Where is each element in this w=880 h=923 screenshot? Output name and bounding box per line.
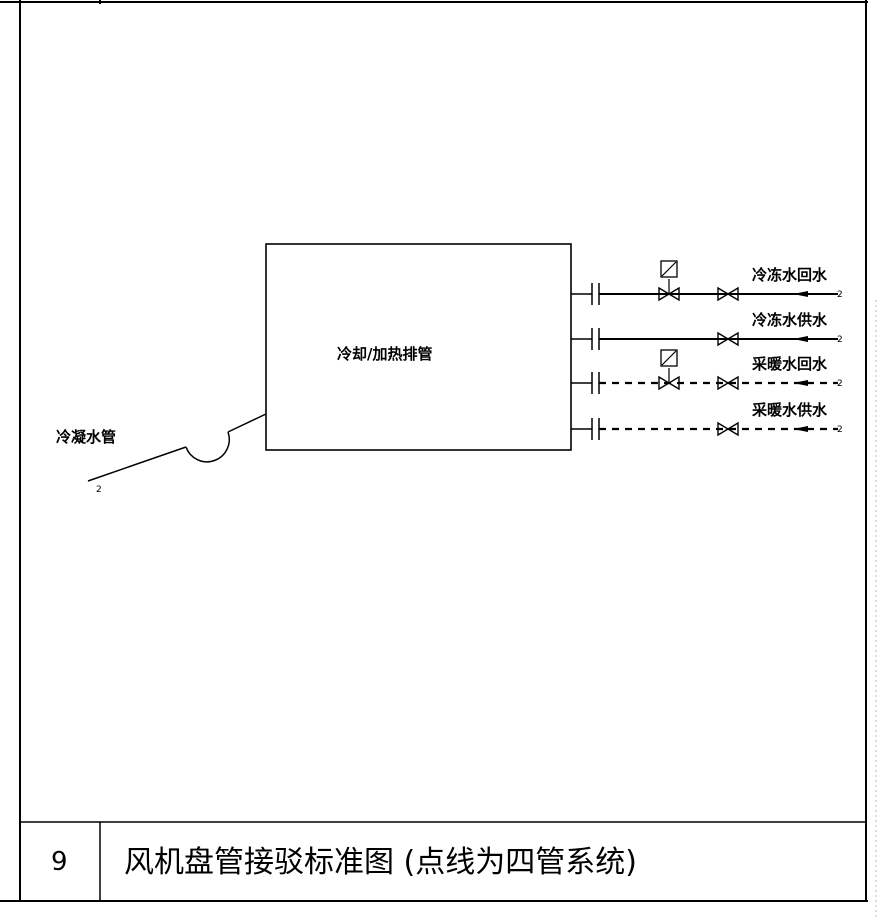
actuator-diagonal: [661, 350, 677, 366]
condensate-pipe: [87, 413, 267, 482]
isolation-valve: [717, 331, 739, 347]
pipe-label-1: 冷冻水回水: [752, 266, 828, 284]
pipe-connections: 冷冻水回水 2 冷冻水供水 2 采暖水回水 2 采暖水供水 2: [571, 260, 843, 440]
pipe-end-mark: 2: [837, 290, 843, 300]
flow-arrow: [793, 380, 808, 386]
condensate-end-mark: 2: [96, 485, 102, 495]
sheet-title: 风机盘管接驳标准图 (点线为四管系统): [124, 845, 637, 880]
pipe-end-mark: 2: [837, 335, 843, 345]
flow-arrow: [793, 291, 808, 297]
condensate-pipe-label: 冷凝水管: [56, 428, 116, 446]
pipe-label-2: 冷冻水供水: [752, 311, 828, 329]
row-number: 9: [51, 847, 68, 877]
pipe-label-3: 采暖水回水: [751, 355, 828, 373]
control-valve: [658, 375, 680, 391]
fan-coil-unit: [265, 243, 572, 451]
control-valve: [658, 286, 680, 302]
unit-label: 冷却/加热排管: [337, 345, 432, 363]
flow-arrow: [793, 336, 808, 342]
isolation-valve: [717, 421, 739, 437]
pipe-end-mark: 2: [837, 379, 843, 389]
flow-arrow: [793, 426, 808, 432]
pipe-label-4: 采暖水供水: [751, 401, 828, 419]
isolation-valve: [717, 286, 739, 302]
pipe-end-mark: 2: [837, 425, 843, 435]
isolation-valve: [717, 375, 739, 391]
actuator-diagonal: [661, 261, 677, 277]
